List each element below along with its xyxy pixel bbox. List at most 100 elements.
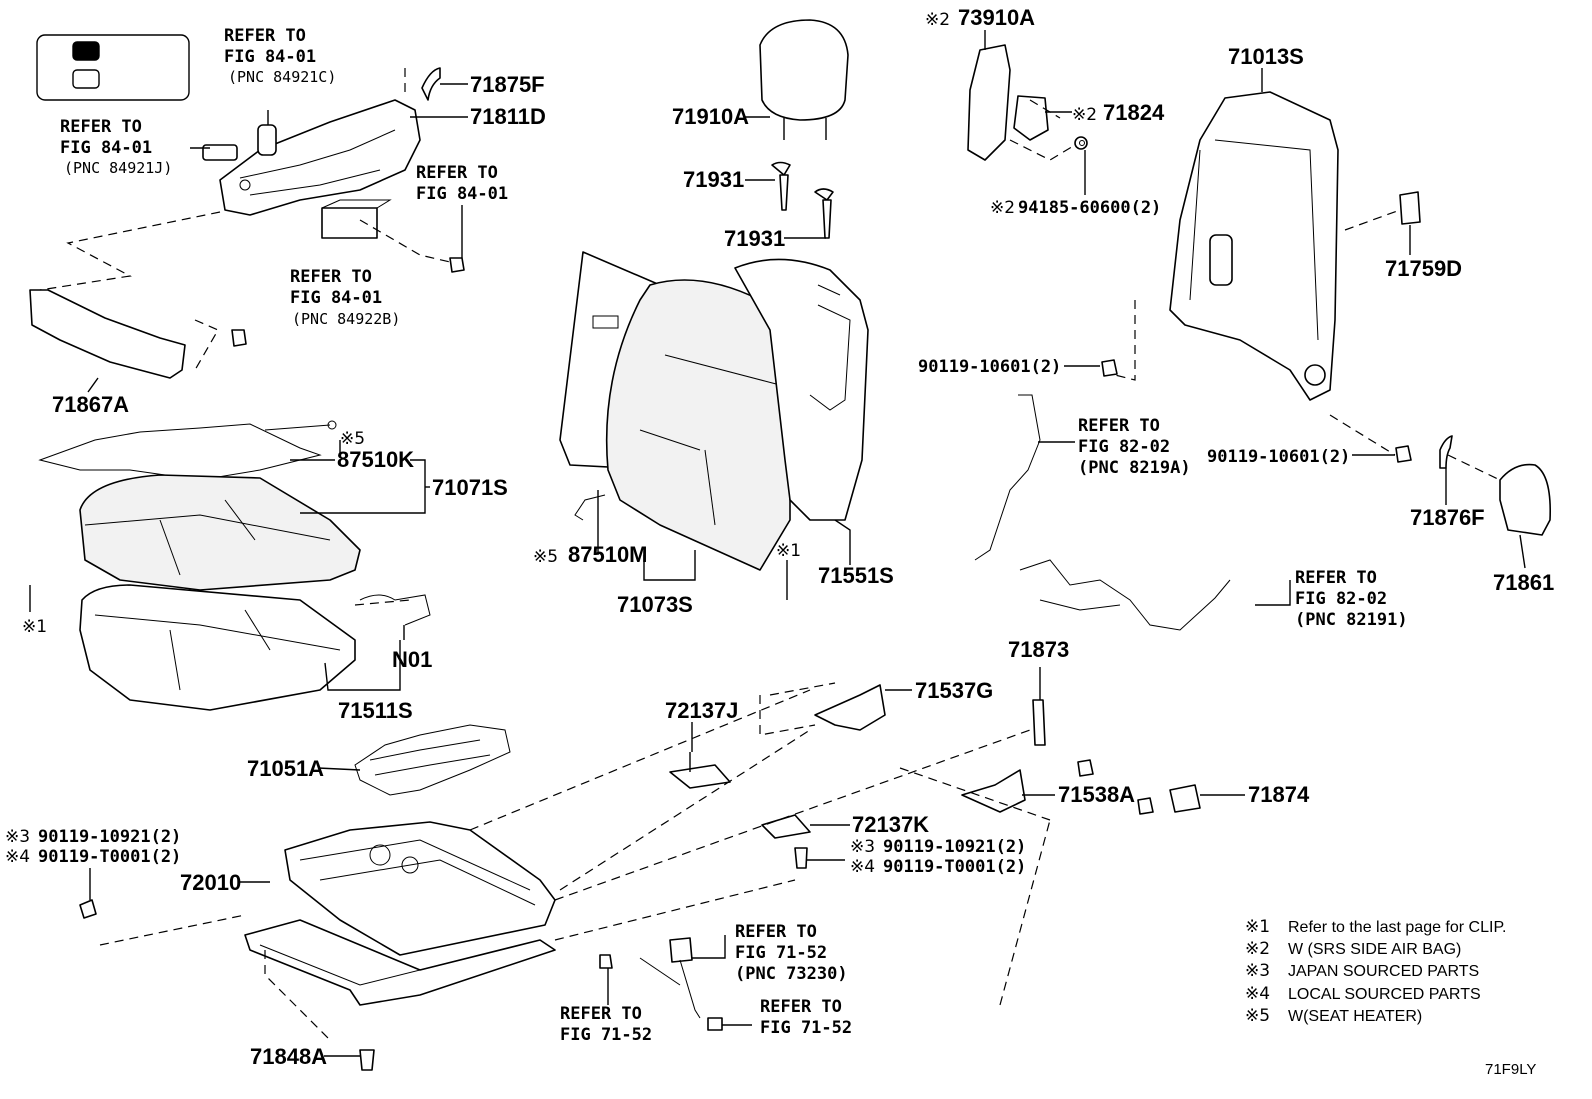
refer-pnc: (PNC 8219A): [1078, 458, 1191, 478]
refer-82191: REFER TO FIG 82-02 (PNC 82191): [1295, 568, 1408, 630]
label-71537G: 71537G: [915, 678, 993, 703]
label-71861: 71861: [1493, 570, 1554, 595]
label-87510K: 87510K: [337, 447, 414, 472]
refer-71-52-left: REFER TO FIG 71-52: [560, 1004, 652, 1045]
label-71759D: 71759D: [1385, 256, 1462, 281]
part-71013S-drawing: [1169, 91, 1421, 401]
label-90119-T0001-right: 90119-T0001(2): [883, 857, 1026, 877]
legend-mark-4: ※4: [1245, 984, 1270, 1004]
mark-3-right: ※3: [850, 837, 875, 857]
part-71051A-drawing: [354, 724, 511, 796]
refer-fig: FIG 84-01: [290, 288, 382, 308]
refer-fig: FIG 84-01: [224, 47, 316, 67]
label-73910A: 73910A: [958, 5, 1035, 30]
refer-to-callouts: REFER TO FIG 84-01 (PNC 84921C) REFER TO…: [60, 26, 1408, 1045]
label-71071S: 71071S: [432, 475, 508, 500]
label-71824: 71824: [1103, 100, 1165, 125]
refer-fig: FIG 82-02: [1295, 589, 1387, 609]
label-71051A: 71051A: [247, 756, 324, 781]
label-71013S: 71013S: [1228, 44, 1304, 69]
refer-73230: REFER TO FIG 71-52 (PNC 73230): [735, 922, 848, 984]
label-71848A: 71848A: [250, 1044, 327, 1069]
part-71551S-drawing: [734, 258, 869, 521]
label-72137J: 72137J: [665, 698, 738, 723]
legend-text-2: W (SRS SIDE AIR BAG): [1288, 941, 1461, 958]
label-72010: 72010: [180, 870, 241, 895]
empty-swatch: [72, 69, 100, 89]
label-94185-60600: 94185-60600(2): [1018, 198, 1161, 218]
mark-4-left: ※4: [5, 847, 30, 867]
part-71071S-drawing: [79, 474, 361, 591]
refer-84-01-bolt: REFER TO FIG 84-01: [416, 163, 508, 204]
mark-1-center: ※1: [776, 541, 801, 561]
refer-fig: FIG 82-02: [1078, 437, 1170, 457]
filled-swatch: [72, 41, 100, 61]
refer-fig: FIG 84-01: [416, 184, 508, 204]
label-71867A: 71867A: [52, 392, 129, 417]
part-72010-drawing: [244, 821, 556, 1006]
footnote-legend: ※1 Refer to the last page for CLIP. ※2 W…: [1245, 917, 1507, 1026]
label-71876F: 71876F: [1410, 505, 1485, 530]
label-71931-lower: 71931: [724, 226, 785, 251]
reference-marks: ※1 ※1 ※2 ※2 ※2 ※3 ※4 ※3 ※4 ※5 ※5: [5, 10, 1097, 877]
refer-fig: FIG 84-01: [60, 138, 152, 158]
refer-pnc: (PNC 84921J): [64, 159, 172, 177]
refer-8219A: REFER TO FIG 82-02 (PNC 8219A): [1078, 416, 1191, 478]
label-71073S: 71073S: [617, 592, 693, 617]
refer-label: REFER TO: [224, 26, 306, 46]
part-73910A-drawing: [967, 44, 1049, 161]
label-71875F: 71875F: [470, 72, 545, 97]
refer-label: REFER TO: [560, 1004, 642, 1024]
color-key-box: [36, 34, 190, 101]
refer-pnc: (PNC 84922B): [292, 310, 400, 328]
legend-mark-3: ※3: [1245, 961, 1270, 981]
mark-2-airbag: ※2: [925, 10, 950, 30]
brackets-drawing: [639, 684, 1201, 1019]
label-87510M: 87510M: [568, 542, 648, 567]
refer-fig: FIG 71-52: [760, 1018, 852, 1038]
refer-label: REFER TO: [290, 267, 372, 287]
legend-text-5: W(SEAT HEATER): [1288, 1008, 1422, 1025]
label-90119-10921-left: 90119-10921(2): [38, 827, 181, 847]
label-90119-10601-lower: 90119-10601(2): [1207, 447, 1350, 467]
part-71073S-drawing: [559, 251, 791, 571]
heater-mat-drawing: [38, 420, 337, 481]
label-71511S: 71511S: [338, 698, 413, 723]
mark-3-left: ※3: [5, 827, 30, 847]
refer-pnc: (PNC 84921C): [228, 68, 336, 86]
label-72137K: 72137K: [852, 812, 929, 837]
part-71511S-drawing: [79, 584, 431, 711]
refer-label: REFER TO: [735, 922, 817, 942]
refer-fig: FIG 71-52: [735, 943, 827, 963]
label-90119-T0001-left: 90119-T0001(2): [38, 847, 181, 867]
legend-mark-5: ※5: [1245, 1006, 1270, 1026]
part-71861-drawing: [1439, 435, 1552, 536]
part-71867A-drawing: [29, 289, 247, 379]
bolts-drawing: [79, 136, 1412, 1071]
label-71910A: 71910A: [672, 104, 749, 129]
refer-label: REFER TO: [760, 997, 842, 1017]
part-number-labels: 71875F 71811D 71867A 87510K 71071S 71511…: [38, 5, 1554, 1069]
mark-5-heater: ※5: [533, 547, 558, 567]
label-71873: 71873: [1008, 637, 1069, 662]
label-71931-upper: 71931: [683, 167, 744, 192]
leader-lines: [29, 30, 1526, 1057]
mark-4-right: ※4: [850, 857, 875, 877]
label-71538A: 71538A: [1058, 782, 1135, 807]
refer-pnc: (PNC 73230): [735, 964, 848, 984]
legend-text-3: JAPAN SOURCED PARTS: [1288, 963, 1479, 980]
refer-label: REFER TO: [1295, 568, 1377, 588]
legend-mark-2: ※2: [1245, 939, 1270, 959]
wire-harness-drawing: [974, 394, 1231, 631]
label-N01: N01: [392, 647, 432, 672]
refer-71-52-right: REFER TO FIG 71-52: [760, 997, 852, 1038]
dashed-assembly-lines: [39, 68, 1501, 1041]
label-90119-10601-upper: 90119-10601(2): [918, 357, 1061, 377]
mark-2-bracket: ※2: [1072, 105, 1097, 125]
label-71811D: 71811D: [470, 104, 546, 129]
mark-2-nut: ※2: [990, 198, 1015, 218]
legend-mark-1: ※1: [1245, 917, 1270, 937]
refer-label: REFER TO: [1078, 416, 1160, 436]
refer-fig: FIG 71-52: [560, 1025, 652, 1045]
part-71910A-drawing: [759, 19, 849, 239]
